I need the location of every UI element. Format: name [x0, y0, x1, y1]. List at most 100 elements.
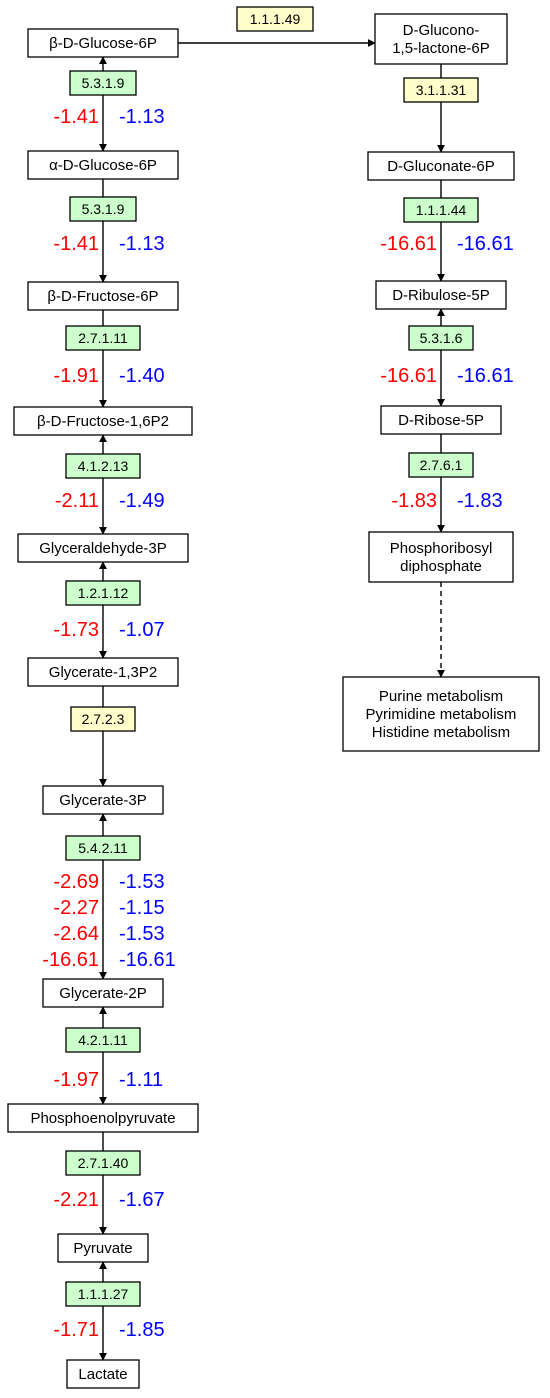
node-label: Pyrimidine metabolism — [366, 706, 517, 723]
value-blue: -1.67 — [119, 1189, 165, 1211]
enzyme-e-2-7-6-1: 2.7.6.1 — [408, 452, 474, 478]
value-blue: -1.53 — [119, 871, 165, 893]
enzyme-label: 4.1.2.13 — [78, 458, 129, 474]
node-label: D-Ribose-5P — [398, 412, 484, 429]
node-phosphoenolpyruvate: Phosphoenolpyruvate — [7, 1103, 199, 1133]
enzyme-label: 3.1.1.31 — [416, 82, 467, 98]
node-label: α-D-Glucose-6P — [49, 157, 157, 174]
enzyme-e-1-1-1-44: 1.1.1.44 — [403, 197, 479, 223]
node-glycerate-2p: Glycerate-2P — [42, 978, 164, 1008]
enzyme-label: 5.3.1.9 — [82, 75, 125, 91]
value-red: -1.41 — [53, 106, 99, 128]
value-blue: -1.13 — [119, 233, 165, 255]
value-red: -2.64 — [53, 923, 99, 945]
value-red: -1.71 — [53, 1319, 99, 1341]
enzyme-label: 1.1.1.44 — [416, 202, 467, 218]
node-label: Glycerate-1,3P2 — [49, 664, 157, 681]
value-blue: -1.53 — [119, 923, 165, 945]
value-blue: -16.61 — [457, 233, 514, 255]
value-red: -16.61 — [42, 949, 99, 971]
value-red: -2.21 — [53, 1189, 99, 1211]
value-blue: -1.40 — [119, 365, 165, 387]
node-b-d-fructose-6p: β-D-Fructose-6P — [27, 281, 179, 311]
enzyme-label: 5.4.2.11 — [78, 840, 128, 856]
enzyme-label: 1.1.1.27 — [78, 1286, 129, 1302]
enzyme-e-2-7-1-40: 2.7.1.40 — [65, 1150, 141, 1176]
node-label: Phosphoenolpyruvate — [30, 1110, 175, 1127]
node-label: D-Ribulose-5P — [392, 287, 490, 304]
value-blue: -16.61 — [457, 365, 514, 387]
value-blue: -1.07 — [119, 619, 165, 641]
enzyme-e-2-7-1-11: 2.7.1.11 — [65, 325, 141, 351]
enzyme-e-4-2-1-11: 4.2.1.11 — [65, 1027, 141, 1053]
enzyme-e-1-1-1-49: 1.1.1.49 — [236, 6, 314, 32]
node-label: β-D-Glucose-6P — [49, 35, 157, 52]
node-a-d-glucose-6p: α-D-Glucose-6P — [27, 150, 179, 180]
value-blue: -1.85 — [119, 1319, 165, 1341]
node-label: Histidine metabolism — [372, 724, 510, 741]
enzyme-label: 2.7.1.11 — [78, 330, 128, 346]
node-label: Phosphoribosyl — [390, 540, 493, 557]
node-d-gluconate-6p: D-Gluconate-6P — [367, 151, 515, 181]
node-label: Pyruvate — [73, 1240, 132, 1257]
node-label: Glyceraldehyde-3P — [39, 540, 167, 557]
node-label: diphosphate — [400, 558, 482, 575]
enzyme-label: 2.7.6.1 — [420, 457, 463, 473]
pathway-boxes: β-D-Glucose-6P α-D-Glucose-6P β-D-Fructose… — [7, 6, 540, 1389]
enzyme-e-5-3-1-6: 5.3.1.6 — [408, 325, 474, 351]
value-blue: -16.61 — [119, 949, 176, 971]
node-d-glucono-lactone-6p: D-Glucono-1,5-lactone-6P — [374, 13, 508, 65]
node-label: β-D-Fructose-6P — [47, 288, 158, 305]
value-red: -2.69 — [53, 871, 99, 893]
enzyme-label: 2.7.2.3 — [82, 711, 125, 727]
node-label: Glycerate-3P — [59, 792, 147, 809]
node-label: Lactate — [78, 1366, 127, 1383]
node-label: Glycerate-2P — [59, 985, 147, 1002]
enzyme-e-3-1-1-31: 3.1.1.31 — [403, 77, 479, 103]
enzyme-label: 1.1.1.49 — [250, 11, 301, 27]
enzyme-e-2-7-2-3: 2.7.2.3 — [70, 706, 136, 732]
value-red: -1.73 — [53, 619, 99, 641]
node-label: D-Glucono- — [403, 22, 480, 39]
enzyme-label: 1.2.1.12 — [78, 585, 129, 601]
node-b-d-fructose-16p2: β-D-Fructose-1,6P2 — [13, 406, 193, 436]
value-blue: -1.83 — [457, 490, 503, 512]
node-label: Purine metabolism — [379, 688, 503, 705]
value-red: -2.27 — [53, 897, 99, 919]
enzyme-e-5-4-2-11: 5.4.2.11 — [65, 835, 141, 861]
value-blue: -1.15 — [119, 897, 165, 919]
node-pyruvate: Pyruvate — [57, 1233, 149, 1263]
enzyme-e-4-1-2-13: 4.1.2.13 — [65, 453, 141, 479]
enzyme-label: 5.3.1.9 — [82, 201, 125, 217]
enzyme-e-5-3-1-9-b: 5.3.1.9 — [69, 196, 137, 222]
fold-change-values: -1.41 -1.13 -1.41 -1.13 -1.91 -1.40 -2.11 -1.49… — [42, 106, 513, 1341]
node-d-ribose-5p: D-Ribose-5P — [380, 405, 502, 435]
enzyme-label: 4.2.1.11 — [78, 1032, 128, 1048]
node-d-ribulose-5p: D-Ribulose-5P — [375, 280, 507, 310]
node-label: 1,5-lactone-6P — [392, 40, 490, 57]
node-b-d-glucose-6p: β-D-Glucose-6P — [27, 28, 179, 58]
enzyme-label: 5.3.1.6 — [420, 330, 463, 346]
value-red: -1.83 — [391, 490, 437, 512]
value-blue: -1.11 — [119, 1069, 163, 1091]
node-glycerate-13p2: Glycerate-1,3P2 — [27, 657, 179, 687]
value-blue: -1.13 — [119, 106, 165, 128]
enzyme-label: 2.7.1.40 — [78, 1155, 129, 1171]
value-red: -2.11 — [55, 490, 99, 512]
node-glycerate-3p: Glycerate-3P — [42, 785, 164, 815]
enzyme-e-1-2-1-12: 1.2.1.12 — [65, 580, 141, 606]
value-red: -16.61 — [380, 365, 437, 387]
value-red: -1.97 — [53, 1069, 99, 1091]
enzyme-e-5-3-1-9-a: 5.3.1.9 — [69, 70, 137, 96]
node-lactate: Lactate — [66, 1359, 140, 1389]
value-red: -1.91 — [53, 365, 99, 387]
value-blue: -1.49 — [119, 490, 165, 512]
node-label: β-D-Fructose-1,6P2 — [37, 413, 169, 430]
enzyme-e-1-1-1-27: 1.1.1.27 — [65, 1281, 141, 1307]
value-red: -16.61 — [380, 233, 437, 255]
node-label: D-Gluconate-6P — [387, 158, 495, 175]
value-red: -1.41 — [53, 233, 99, 255]
